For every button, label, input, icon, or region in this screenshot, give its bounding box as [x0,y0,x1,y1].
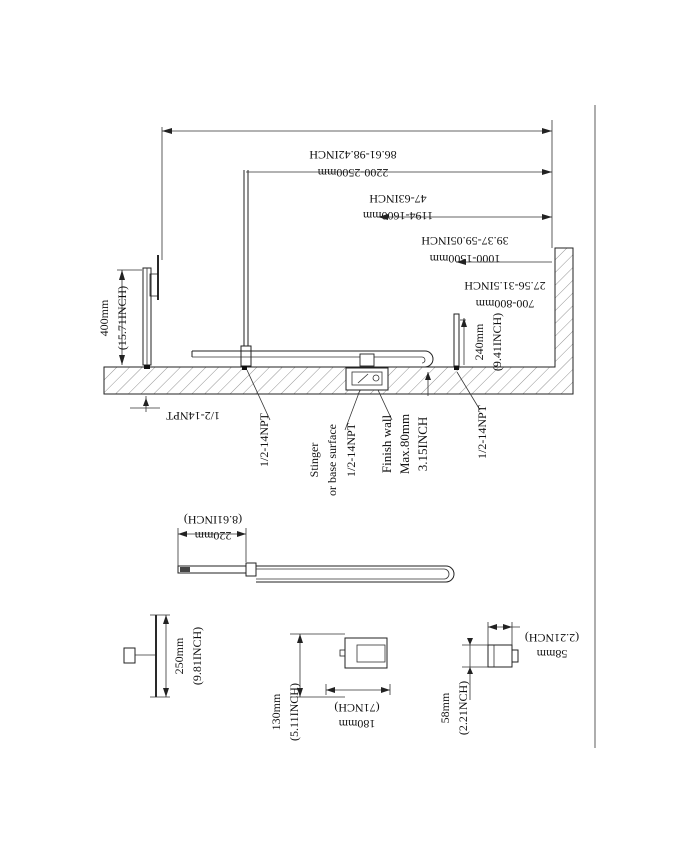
handheld-detail [177,528,455,583]
label-stringer-1: Stinger [307,443,321,478]
tub-spout [453,313,466,370]
spout-detail [462,622,520,700]
label-npt-right: 1/2-14NPT [475,404,489,459]
wall-section [103,247,574,395]
dim-spout-offset-mm: 700-800mm [475,297,534,311]
label-npt-left: 1/2-14NPT [257,412,271,467]
dim-spout-width-mm: 58mm [438,692,452,723]
dim-head-height-inch: (15.71INCH) [115,286,129,350]
dim-spout-height [461,318,467,365]
dim-arm-inch: 47-63INCH [369,192,427,206]
dim-rail-mm: 1000-1500mm [429,252,500,266]
dim-rail [378,214,552,220]
dim-overall [161,120,553,260]
inlet-arrow [130,396,160,412]
label-finish-wall-1: Finish wall [379,415,394,474]
label-npt-center: 1/2-14NPT [344,422,358,477]
label-stringer-2: or base surface [325,424,339,496]
dim-head-height-mm: 400mm [97,299,111,336]
dim-valve-width-mm: 180mm [338,717,375,731]
dim-overall-inch: 86.61-98.42INCH [309,148,397,162]
shower-head [142,255,159,369]
dim-arm-mm: 1194-1600mm [362,209,433,223]
label-finish-wall-2: Max.80mm [397,414,412,474]
dim-rail-inch: 39.37-59.05INCH [421,234,509,248]
dim-head-height [117,269,142,365]
dim-valve-height-mm: 130mm [269,693,283,730]
dim-spout-offset [456,259,552,265]
dim-spout-offset-inch: 27.56-31.5INCH [464,279,546,293]
leaders [246,369,481,431]
dim-overall-mm: 2200-2500mm [317,166,388,180]
label-npt-inlet: 1/2-14NPT [165,409,220,423]
dim-spout-depth-mm: 58mm [536,647,567,661]
valve-box [345,367,389,391]
shower-column [240,170,252,370]
dim-head-size-inch: (9.81INCH) [190,627,204,685]
dim-spout-height-mm: 240mm [472,323,486,360]
label-finish-wall-3: 3.15INCH [415,417,430,472]
dim-valve-height-inch: (5.11INCH) [287,683,301,741]
dim-handheld-mm: 220mm [194,529,231,543]
dim-spout-width-inch: (2.21NCH) [456,681,470,735]
dim-arm [246,169,552,175]
handheld-rail [191,350,434,368]
dim-spout-height-inch: (9.41INCH) [490,313,504,371]
head-size-detail [123,614,170,698]
dim-head-size-mm: 250mm [172,637,186,674]
dim-spout-depth-inch: (2.21NCH) [525,631,579,645]
dim-handheld-inch: (8.61INCH) [184,513,242,527]
dim-valve-width-inch: (71NCH) [334,701,379,715]
valve-plate-detail [290,633,391,698]
